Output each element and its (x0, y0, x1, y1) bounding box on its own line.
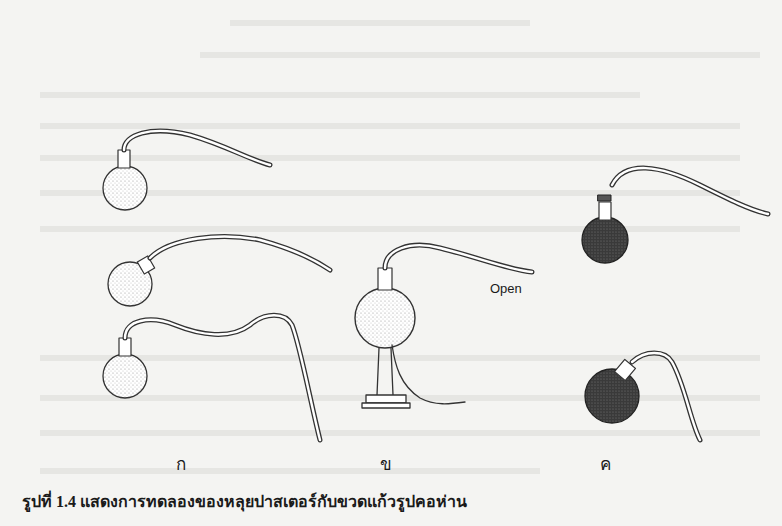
figure-caption: รูปที่ 1.4 แสดงการทดลองของหลุยปาสเตอร์กั… (22, 489, 467, 514)
faint-print (40, 20, 760, 474)
group-label: ข (380, 450, 392, 477)
group-label: ก (176, 450, 186, 477)
group-label: ค (600, 450, 611, 477)
open-label: Open (488, 281, 524, 296)
flasks (103, 131, 768, 440)
